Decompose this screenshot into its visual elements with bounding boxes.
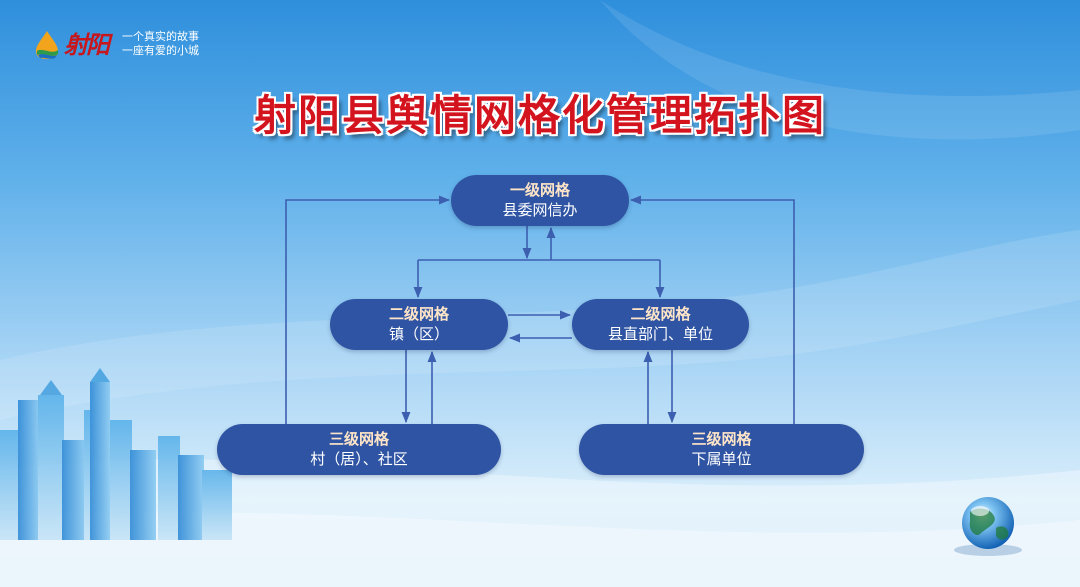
edge-village-to-l1 [285, 195, 451, 424]
brand-logo: 射阳 一个真实的故事 一座有爱的小城 [30, 26, 220, 66]
node-name: 村（居）、社区 [310, 450, 408, 468]
page-title: 射阳县舆情网格化管理拓扑图 [253, 91, 826, 140]
node-level-label: 一级网格 [509, 181, 570, 199]
globe-icon [954, 497, 1022, 556]
node-name: 县直部门、单位 [607, 325, 713, 343]
edge-sub-to-l1 [629, 195, 795, 424]
node-level3-village: 三级网格 村（居）、社区 [217, 424, 501, 475]
node-level2-dept: 二级网格 县直部门、单位 [572, 299, 749, 350]
node-level2-town: 二级网格 镇（区） [330, 299, 508, 350]
logo-tagline-1: 一个真实的故事 [122, 30, 199, 43]
node-level-label: 三级网格 [328, 430, 389, 448]
node-level3-subunit: 三级网格 下属单位 [579, 424, 864, 475]
node-level-label: 二级网格 [388, 305, 449, 323]
node-level-label: 二级网格 [630, 305, 691, 323]
logo-tagline-2: 一座有爱的小城 [122, 44, 199, 57]
logo-name: 射阳 [64, 30, 110, 59]
city-skyline [0, 368, 232, 540]
logo-drop-icon [36, 31, 58, 59]
node-name: 县委网信办 [502, 201, 578, 219]
node-name: 镇（区） [388, 325, 449, 343]
node-level-label: 三级网格 [691, 430, 752, 448]
node-level1: 一级网格 县委网信办 [451, 175, 629, 226]
node-name: 下属单位 [691, 450, 752, 468]
